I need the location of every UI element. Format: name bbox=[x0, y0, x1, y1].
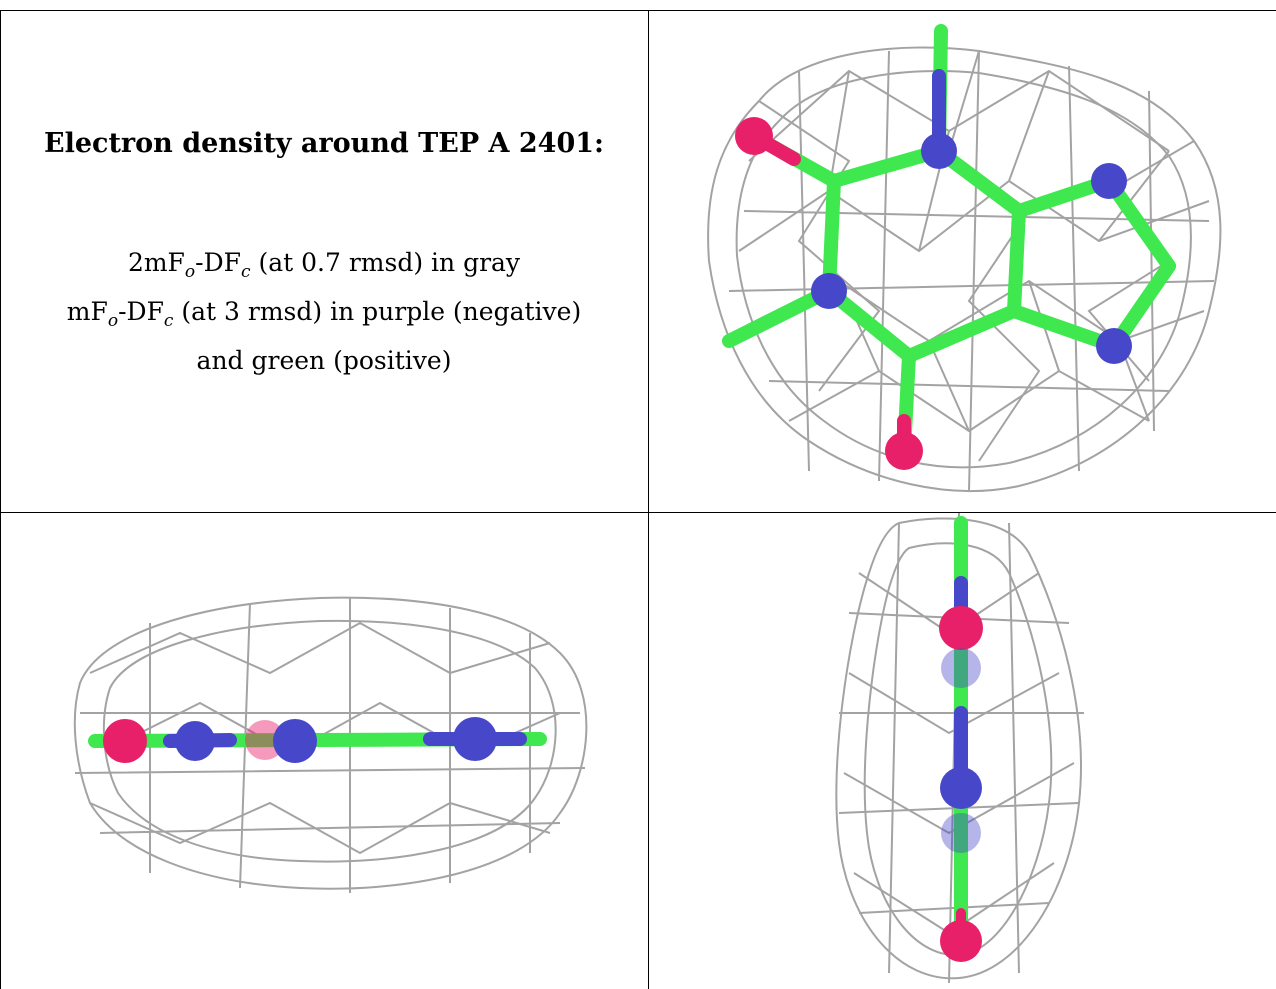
atom-n bbox=[811, 273, 847, 309]
atom-n bbox=[273, 719, 317, 763]
atom-o bbox=[735, 117, 773, 155]
molecule-top-view bbox=[707, 24, 1222, 492]
molecule-side-view bbox=[73, 596, 588, 893]
atom-n bbox=[941, 648, 981, 688]
molecule-side-view-panel bbox=[0, 513, 648, 989]
atom-o bbox=[885, 432, 923, 470]
atom-n bbox=[940, 767, 982, 809]
table-border-top bbox=[0, 10, 1276, 11]
molecule-edge-view-panel bbox=[649, 513, 1276, 989]
atom-n bbox=[1091, 163, 1127, 199]
caption-line-1: 2mFo-DFc (at 0.7 rmsd) in gray bbox=[127, 248, 521, 282]
density-mesh bbox=[707, 46, 1222, 492]
atom-n bbox=[941, 813, 981, 853]
atoms bbox=[735, 117, 1132, 470]
table-border-left bbox=[0, 10, 1, 989]
atoms bbox=[939, 606, 983, 962]
caption-cell: Electron density around TEP A 2401: 2mFo… bbox=[0, 11, 648, 512]
atoms bbox=[103, 717, 497, 763]
caption-text: 2mFo-DFc (at 0.7 rmsd) in gray mFo-DFc (… bbox=[0, 243, 648, 380]
caption-line-3: and green (positive) bbox=[196, 346, 452, 375]
atom-n bbox=[453, 717, 497, 761]
atom-n bbox=[175, 721, 215, 761]
caption-title: Electron density around TEP A 2401: bbox=[44, 128, 604, 159]
atom-o bbox=[103, 719, 147, 763]
table-divider-vertical bbox=[648, 10, 649, 989]
atom-o bbox=[939, 606, 983, 650]
table-divider-horizontal bbox=[0, 512, 1276, 513]
caption-line-2: mFo-DFc (at 3 rmsd) in purple (negative) bbox=[66, 297, 582, 331]
atom-n bbox=[921, 133, 957, 169]
molecule-top-view-panel bbox=[649, 11, 1276, 512]
atom-n bbox=[1096, 328, 1132, 364]
molecule-edge-view bbox=[835, 513, 1084, 984]
atom-o bbox=[940, 920, 982, 962]
